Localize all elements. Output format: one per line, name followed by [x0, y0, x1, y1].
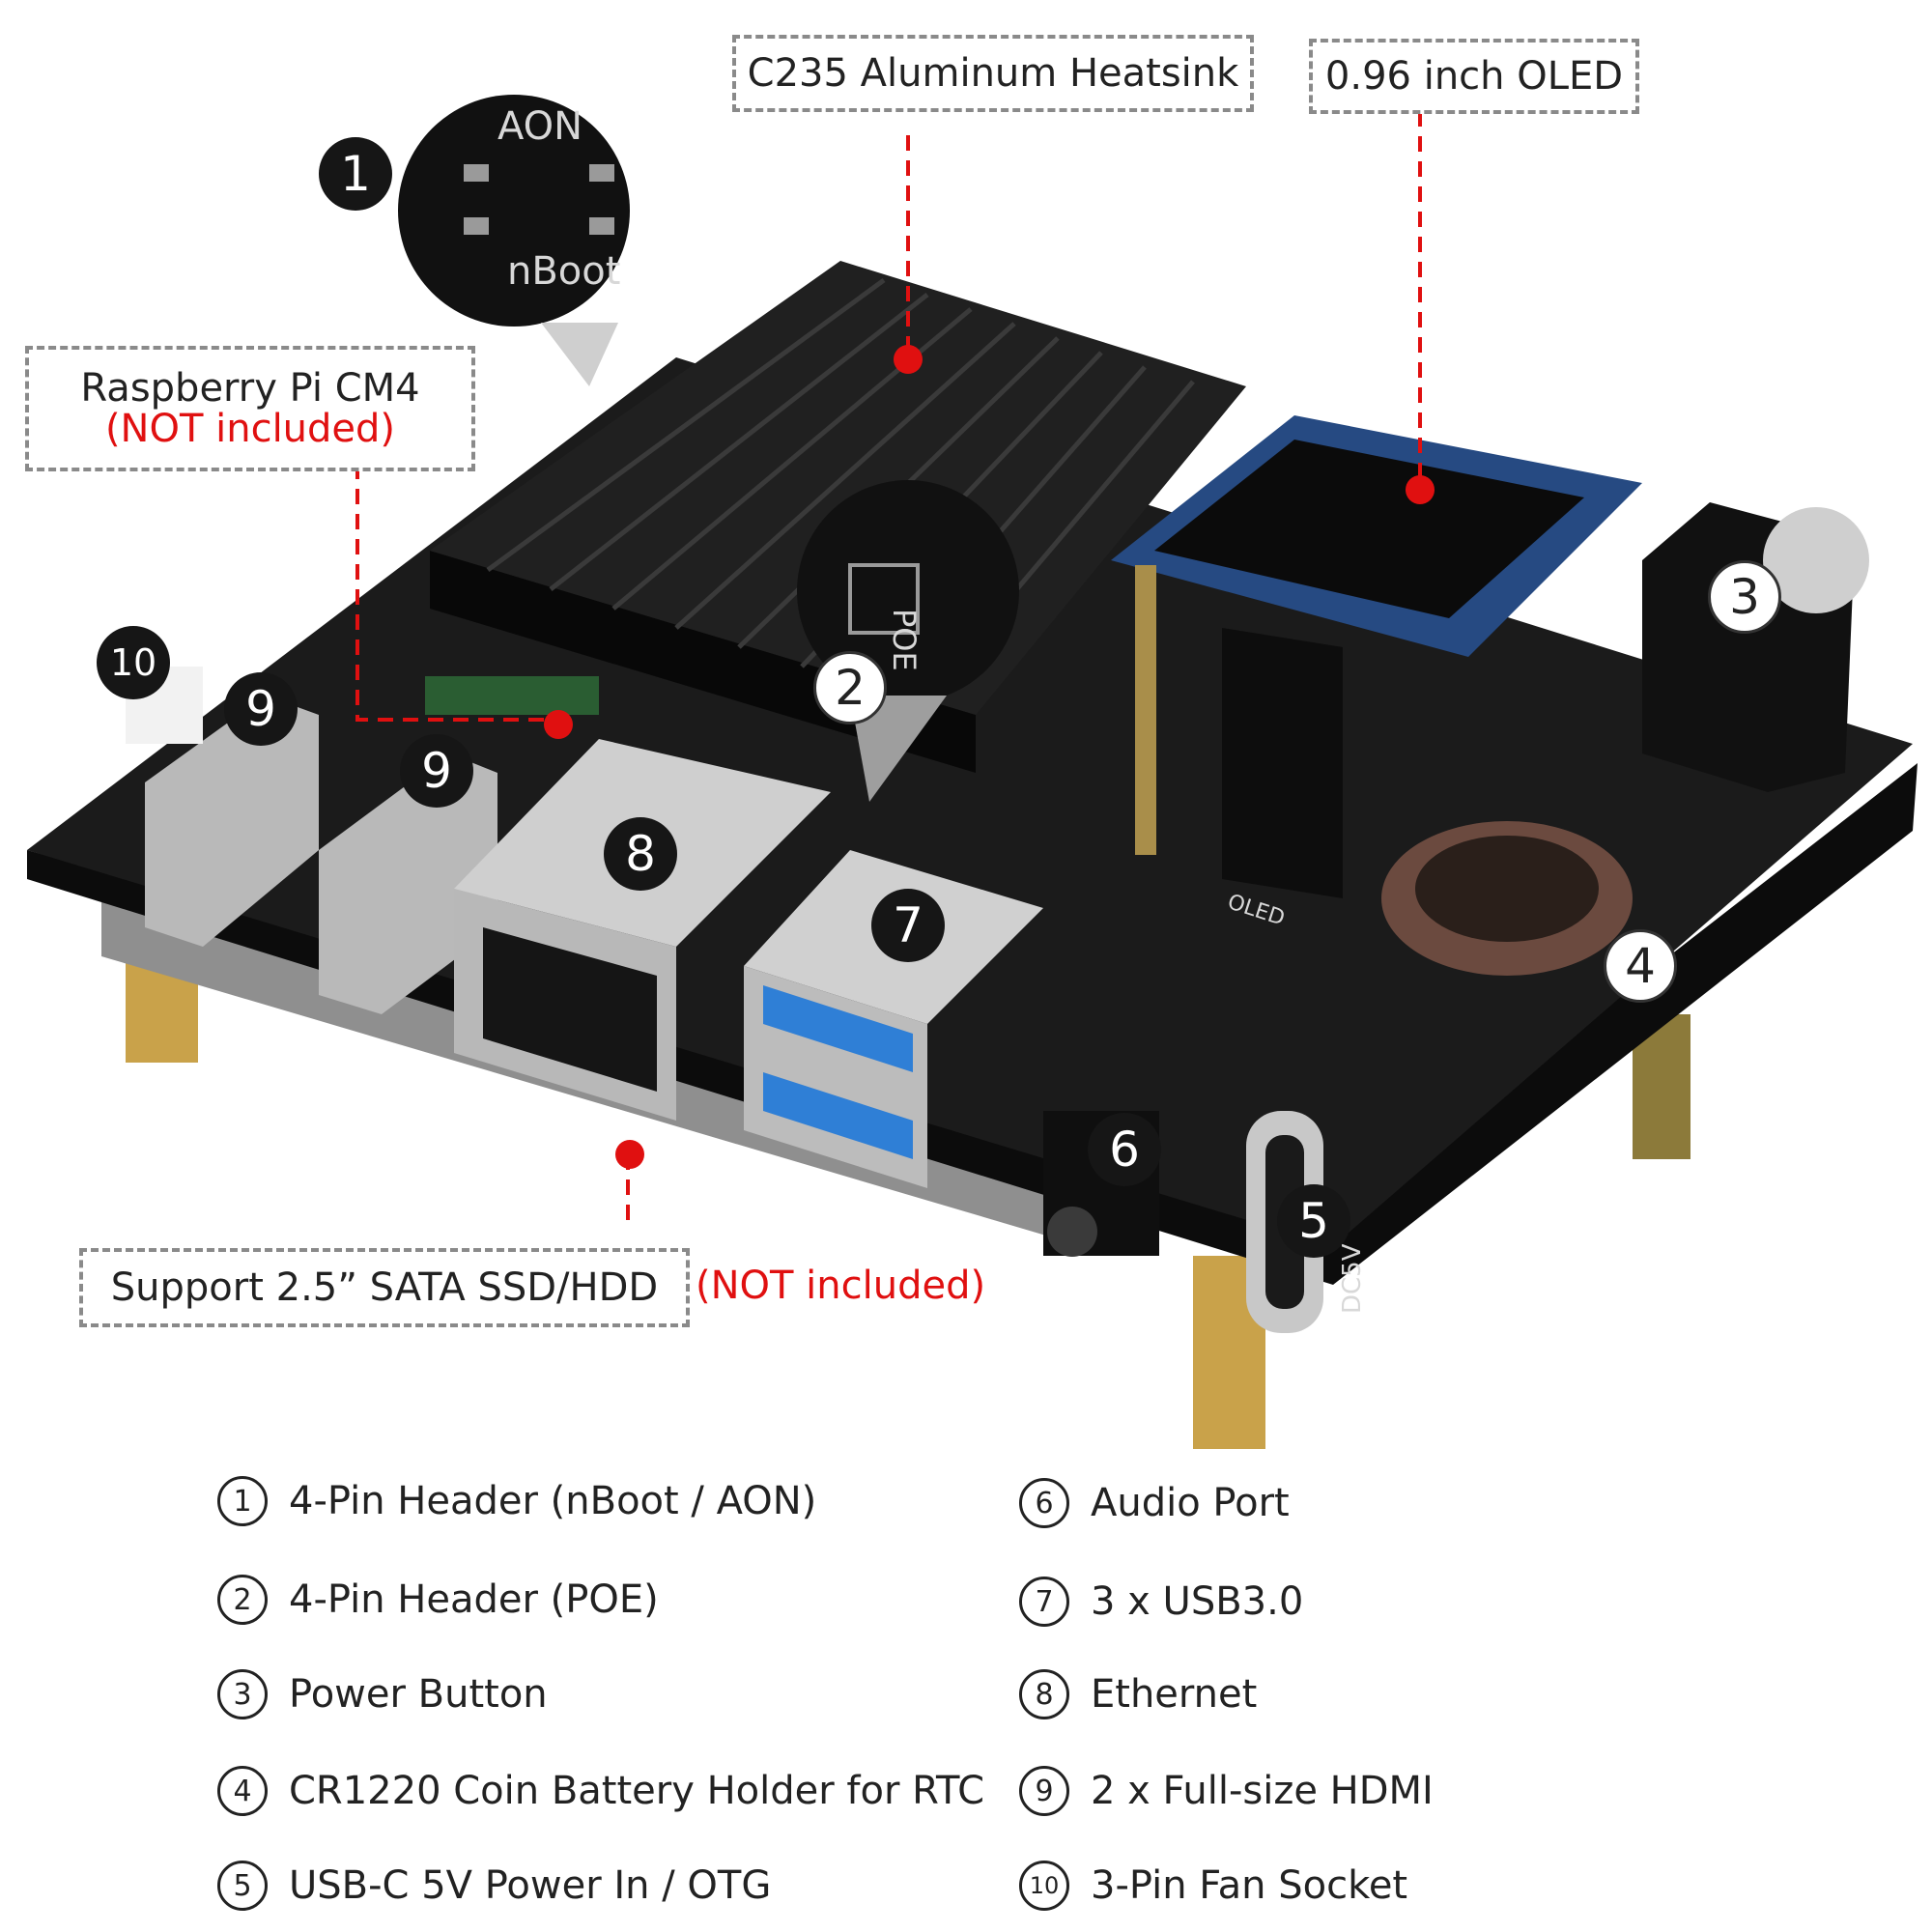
- legend-text: 4-Pin Header (nBoot / AON): [289, 1479, 817, 1523]
- callout-heatsink: C235 Aluminum Heatsink: [732, 35, 1254, 112]
- callout-cm4: Raspberry Pi CM4 (NOT included): [25, 346, 475, 471]
- ethernet-socket: [483, 927, 657, 1092]
- nboot-label: nBoot: [507, 249, 621, 294]
- legend-text: CR1220 Coin Battery Holder for RTC: [289, 1769, 985, 1813]
- badge-9a: 9: [224, 672, 298, 746]
- leader-lines: [355, 111, 1422, 1227]
- legend-text: 4-Pin Header (POE): [289, 1577, 659, 1622]
- aon-label: AON: [497, 104, 583, 149]
- inset-poe-header: [848, 563, 920, 635]
- legend-text: USB-C 5V Power In / OTG: [289, 1863, 772, 1908]
- legend-item-4: 4 CR1220 Coin Battery Holder for RTC: [217, 1766, 984, 1816]
- legend-text: Power Button: [289, 1672, 548, 1717]
- power-button-cap: [1763, 507, 1869, 613]
- legend-text: 2 x Full-size HDMI: [1091, 1769, 1434, 1813]
- legend-number: 7: [1019, 1577, 1069, 1627]
- legend-number: 5: [217, 1861, 268, 1911]
- callout-sata-text: Support 2.5” SATA SSD/HDD: [110, 1265, 659, 1310]
- badge-1: 1: [319, 137, 392, 211]
- legend-item-9: 9 2 x Full-size HDMI: [1019, 1766, 1434, 1816]
- legend-number: 4: [217, 1766, 268, 1816]
- callout-cm4-text: Raspberry Pi CM4: [80, 366, 420, 411]
- badge-9b: 9: [400, 734, 473, 808]
- badge-2: 2: [813, 651, 887, 724]
- coin-battery-seat: [1415, 836, 1599, 942]
- legend-number: 6: [1019, 1478, 1069, 1528]
- badge-6: 6: [1088, 1113, 1161, 1186]
- badge-7: 7: [871, 889, 945, 962]
- poe-label: POE: [886, 609, 923, 671]
- legend-item-1: 1 4-Pin Header (nBoot / AON): [217, 1476, 816, 1526]
- badge-5: 5: [1277, 1184, 1350, 1258]
- legend-number: 8: [1019, 1669, 1069, 1719]
- legend-item-3: 3 Power Button: [217, 1669, 548, 1719]
- inset-aon-pointer: [541, 323, 618, 386]
- callout-sata: Support 2.5” SATA SSD/HDD: [79, 1248, 690, 1327]
- inset-aon-pins: [464, 164, 614, 235]
- legend-item-7: 7 3 x USB3.0: [1019, 1577, 1303, 1627]
- legend-number: 3: [217, 1669, 268, 1719]
- inset-poe-pointer: [850, 696, 947, 802]
- oled-standoff: [1135, 565, 1156, 855]
- legend-item-5: 5 USB-C 5V Power In / OTG: [217, 1861, 771, 1911]
- legend-item-8: 8 Ethernet: [1019, 1669, 1257, 1719]
- leader-dots: [544, 345, 1435, 1169]
- badge-8: 8: [604, 817, 677, 891]
- callout-cm4-note: (NOT included): [104, 407, 396, 451]
- inset-aon-nboot: [398, 95, 630, 327]
- badge-4: 4: [1604, 929, 1677, 1003]
- audio-jack-hole: [1047, 1207, 1097, 1257]
- legend-number: 1: [217, 1476, 268, 1526]
- board-edge: [27, 763, 1918, 1285]
- cm4-module-edge: [425, 676, 599, 715]
- callout-oled-text: 0.96 inch OLED: [1324, 54, 1624, 99]
- dc5v-label: DC5V: [1338, 1243, 1367, 1314]
- legend-text: Ethernet: [1091, 1672, 1258, 1717]
- usb-port-lower: [763, 1072, 913, 1159]
- callout-sata-note: (NOT included): [696, 1264, 986, 1308]
- heatsink: [430, 261, 1246, 715]
- legend-item-10: 10 3-Pin Fan Socket: [1019, 1861, 1407, 1911]
- legend-text: 3 x USB3.0: [1091, 1579, 1304, 1624]
- legend-number: 10: [1019, 1861, 1069, 1911]
- hdmi-port-1: [145, 696, 319, 947]
- legend-item-2: 2 4-Pin Header (POE): [217, 1575, 659, 1625]
- oled-ribbon: [1222, 628, 1343, 898]
- inset-poe: [797, 480, 1019, 702]
- legend-text: 3-Pin Fan Socket: [1091, 1863, 1408, 1908]
- legend-item-6: 6 Audio Port: [1019, 1478, 1290, 1528]
- oled-screen: [1154, 440, 1584, 618]
- callout-heatsink-text: C235 Aluminum Heatsink: [747, 51, 1239, 96]
- hdmi-port-2: [319, 753, 497, 1014]
- badge-10: 10: [97, 626, 170, 699]
- legend-text: Audio Port: [1091, 1481, 1290, 1525]
- legend-number: 2: [217, 1575, 268, 1625]
- callout-oled: 0.96 inch OLED: [1309, 39, 1639, 114]
- usb-port-upper: [763, 985, 913, 1072]
- badge-3: 3: [1708, 560, 1781, 634]
- legend-number: 9: [1019, 1766, 1069, 1816]
